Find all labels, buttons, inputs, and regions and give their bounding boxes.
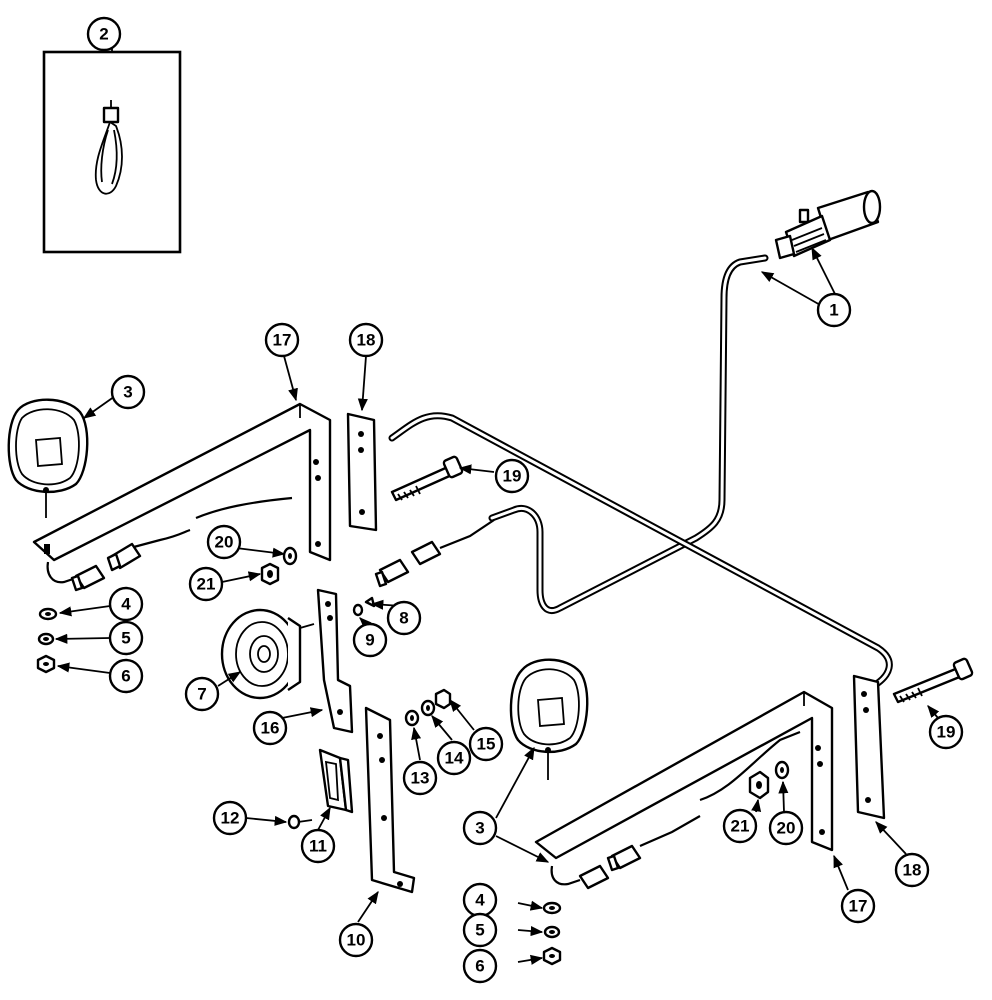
hardware-20-21-right: [748, 760, 790, 800]
bracket-10: [364, 706, 416, 894]
hose-main: [488, 254, 769, 615]
callout: 19: [928, 714, 964, 750]
harness-right: [550, 730, 801, 890]
harness-middle: [352, 519, 495, 617]
lamp-left: [7, 398, 89, 518]
callout: 7: [184, 676, 220, 712]
callout-label: 7: [197, 685, 206, 704]
callout: 4: [462, 882, 498, 918]
callout: 8: [386, 600, 422, 636]
reflector: [220, 608, 315, 700]
bracket-right: [534, 690, 834, 860]
hardware-right-stack: [542, 901, 562, 966]
callout: 6: [462, 948, 498, 984]
bracket-left: [32, 402, 332, 562]
callout-label: 21: [731, 817, 750, 836]
hardware-20-21-left: [260, 546, 298, 586]
callout-label: 6: [475, 957, 484, 976]
bolt-left: [390, 455, 464, 502]
callout: 9: [352, 622, 388, 658]
callout-label: 17: [849, 897, 868, 916]
clamp: [318, 748, 354, 814]
callout: 20: [206, 524, 242, 560]
callout: 1: [816, 292, 852, 328]
callout: 19: [494, 458, 530, 494]
plate-left: [346, 412, 378, 532]
callout: 3: [462, 810, 498, 846]
callout-label: 3: [123, 383, 132, 402]
callout-label: 5: [475, 921, 484, 940]
callout-label: 18: [357, 331, 376, 350]
callout: 3: [110, 374, 146, 410]
callout: 20: [768, 810, 804, 846]
bolt-right: [892, 657, 974, 704]
lamp-right: [509, 658, 589, 780]
callout-label: 20: [777, 819, 796, 838]
callout-label: 19: [937, 723, 956, 742]
callout-label: 9: [365, 631, 374, 650]
callout-label: 16: [261, 719, 280, 738]
callout-label: 21: [197, 575, 216, 594]
callout-label: 18: [903, 861, 922, 880]
callout: 14: [436, 740, 472, 776]
strap-clip-part: [94, 100, 123, 195]
callout-label: 12: [221, 809, 240, 828]
callout: 18: [348, 322, 384, 358]
callout: 5: [108, 620, 144, 656]
hardware-13-14-15: [404, 688, 452, 727]
callout: 21: [188, 566, 224, 602]
callout: 6: [108, 658, 144, 694]
callout: 21: [722, 808, 758, 844]
callout-label: 3: [475, 819, 484, 838]
callout: 11: [300, 828, 336, 864]
callout: 2: [86, 16, 122, 52]
callout-label: 10: [347, 931, 366, 950]
callout-label: 2: [99, 25, 108, 44]
callout-label: 8: [399, 609, 408, 628]
hardware-left-stack: [36, 607, 58, 674]
callout: 5: [462, 912, 498, 948]
callout-label: 20: [215, 533, 234, 552]
callout: 15: [468, 726, 504, 762]
callout-label: 15: [477, 735, 496, 754]
callout: 13: [402, 760, 438, 796]
callout-label: 13: [411, 769, 430, 788]
plate-right: [852, 674, 886, 820]
trailer-plug: [774, 189, 882, 260]
callout-label: 11: [309, 837, 327, 856]
callout: 17: [264, 322, 300, 358]
callout-label: 14: [445, 749, 464, 768]
bracket-16: [316, 588, 354, 734]
inset-box: [42, 40, 182, 254]
callout-label: 17: [273, 331, 292, 350]
screw: [287, 814, 313, 830]
harness-left: [46, 496, 293, 592]
callout-label: 1: [829, 301, 838, 320]
callout: 18: [894, 852, 930, 888]
callout: 17: [840, 888, 876, 924]
callout-label: 19: [503, 467, 522, 486]
callout: 10: [338, 922, 374, 958]
callout-label: 5: [121, 629, 130, 648]
leader-lines: [54, 246, 940, 965]
hose-cross: [388, 412, 893, 692]
callout-label: 4: [475, 891, 485, 910]
callout-label: 4: [121, 595, 131, 614]
callout: 16: [252, 710, 288, 746]
callout: 12: [212, 800, 248, 836]
callout: 4: [108, 586, 144, 622]
callout-label: 6: [121, 667, 130, 686]
